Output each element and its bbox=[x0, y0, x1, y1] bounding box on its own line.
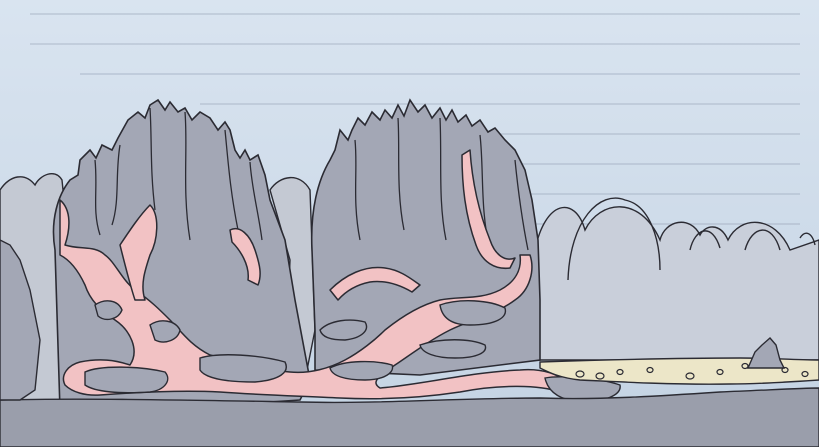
karst-cross-section-diagram bbox=[0, 0, 819, 447]
